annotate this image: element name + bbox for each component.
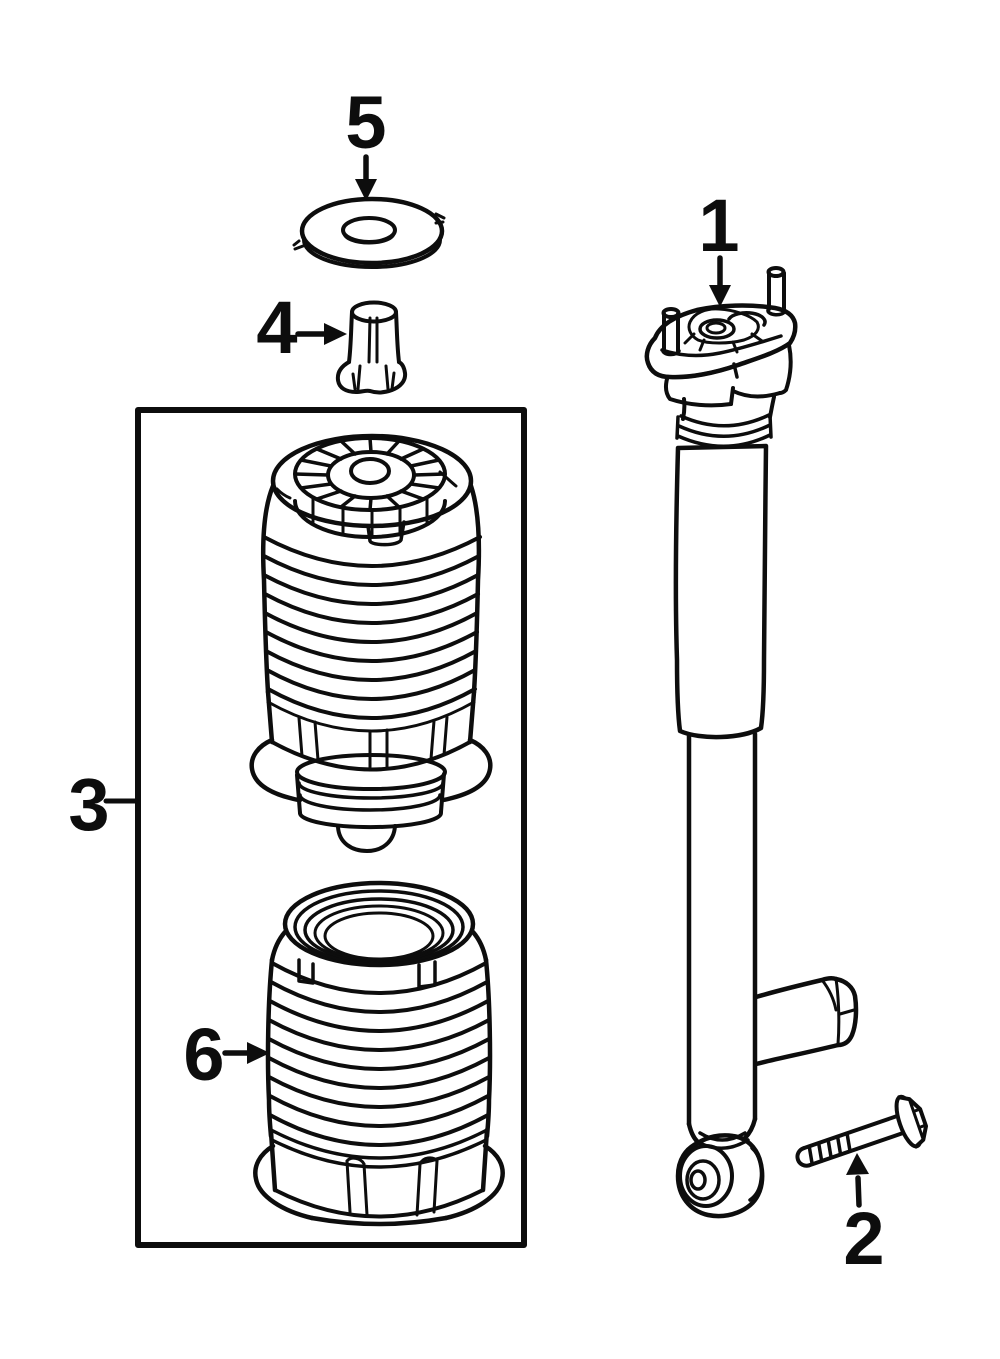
mounting-bolt-drawing	[795, 1094, 929, 1168]
callout-6[interactable]: 6	[183, 1013, 270, 1096]
air-spring-ribs	[262, 535, 482, 720]
callout-2[interactable]: 2	[843, 1153, 885, 1280]
mount-washer-drawing	[292, 196, 446, 269]
bump-stop-drawing	[335, 300, 408, 395]
shock-top-mount	[644, 266, 798, 408]
callout-1-arrowhead	[709, 285, 731, 307]
callout-1[interactable]: 1	[698, 184, 740, 307]
shock-side-bracket	[753, 976, 859, 1067]
callout-5-label[interactable]: 5	[345, 81, 386, 164]
callout-4-label[interactable]: 4	[256, 286, 297, 369]
callout-2-label[interactable]: 2	[843, 1197, 884, 1280]
shock-bushing	[675, 1131, 765, 1219]
mount-stud-left	[661, 307, 681, 357]
callout-4-arrowhead	[324, 323, 347, 345]
air-spring-band-slots	[297, 715, 449, 772]
dust-boot-band-slots	[345, 1156, 439, 1217]
air-spring-drawing	[249, 433, 493, 853]
bolt-threads	[807, 1131, 852, 1167]
cap-side-slots	[311, 495, 429, 539]
callout-2-arrow	[855, 1175, 862, 1208]
callout-3-label[interactable]: 3	[68, 763, 109, 846]
callout-2-arrowhead	[846, 1153, 869, 1175]
mount-stud-right	[766, 266, 787, 317]
cap-spokes	[293, 436, 447, 512]
callout-6-label[interactable]: 6	[183, 1013, 224, 1096]
callout-3[interactable]: 3	[68, 763, 139, 846]
kit-box-outline	[135, 407, 527, 1248]
dust-boot-drawing	[253, 880, 505, 1227]
callout-6-arrowhead	[247, 1042, 270, 1064]
shock-absorber-drawing	[644, 266, 859, 1219]
callout-4[interactable]: 4	[256, 286, 347, 369]
dust-boot-ribs	[267, 961, 491, 1147]
callout-5-arrowhead	[355, 179, 377, 201]
callout-1-label[interactable]: 1	[698, 184, 739, 267]
callout-5[interactable]: 5	[345, 81, 387, 201]
